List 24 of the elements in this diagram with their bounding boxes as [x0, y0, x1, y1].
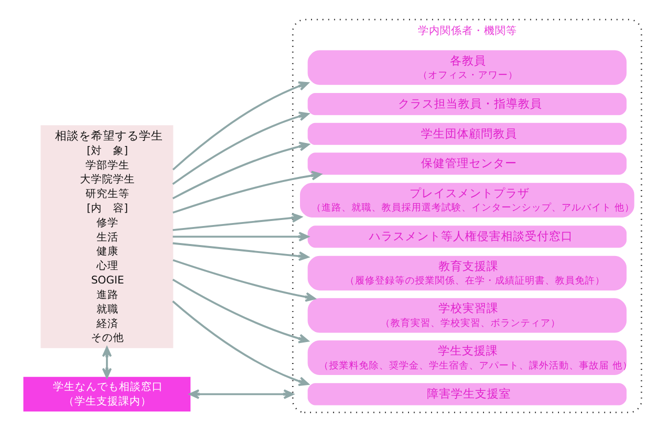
arrow — [172, 300, 308, 386]
arrow — [172, 81, 308, 170]
arrow — [172, 232, 308, 242]
node-box: 相談を希望する学生 [対 象] 学部学生 大学院学生 研究生等 [内 容] 修学 生活 健康 心理 SOGIE 進路 就職 経済 その他 — [40, 125, 173, 348]
arrow — [172, 242, 308, 261]
node-box: 障害学生支援室 — [307, 383, 626, 406]
node-box: 教育支援課 （履修登録等の授業関係、在学・成績証明書、教員免許） — [307, 256, 626, 290]
arrow — [172, 112, 309, 185]
node-box: クラス担当教員・指導教員 — [307, 93, 626, 116]
arrow — [172, 259, 316, 302]
arrow — [188, 389, 294, 400]
arrow — [172, 170, 322, 214]
arrow — [172, 213, 302, 231]
node-box: 学生団体顧問教員 — [307, 122, 626, 145]
node-box: ハラスメント等人権侵害相談受付窓口 — [307, 226, 626, 248]
node-box: 保健管理センター — [307, 152, 626, 175]
node-box: 各教員 （オフィス・アワー） — [307, 50, 626, 85]
node-box: 学生なんでも相談窓口 （学生支援課内） — [22, 376, 190, 412]
node-box: プレイスメントプラザ （進路、就職、教員採用選考試験、インターンシップ、アルバイト 他） — [300, 182, 634, 218]
arrow — [172, 142, 309, 200]
arrow — [172, 278, 308, 344]
node-box: 学生支援課 （授業料免除、奨学金、学生宿舎、アパート、課外活動、事故届 他） — [307, 340, 626, 375]
arrow — [102, 346, 112, 378]
node-box: 学校実習課 （教育実習、学校実習、ボランティア） — [307, 298, 626, 333]
